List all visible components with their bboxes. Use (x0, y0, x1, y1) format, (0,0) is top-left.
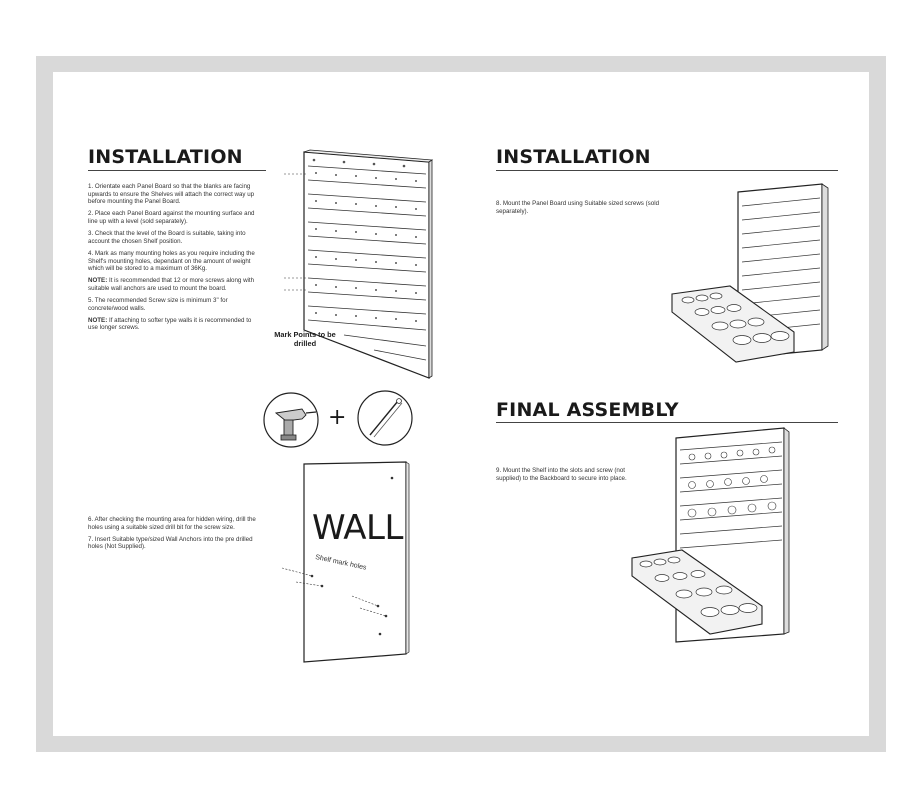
note-1-text: It is recommended that 12 or more screws… (88, 277, 255, 292)
screws-icon (357, 390, 413, 446)
step-1: 1. Orientate each Panel Board so that th… (88, 183, 255, 206)
wall-text: WALL (312, 508, 403, 548)
final-assembly-rule (496, 422, 838, 423)
right-installation-heading: INSTALLATION (496, 146, 651, 168)
wall-illustration (281, 461, 410, 663)
left-steps-block: 1. Orientate each Panel Board so that th… (88, 183, 258, 337)
left-installation-heading: INSTALLATION (88, 146, 243, 168)
step-2: 2. Place each Panel Board against the mo… (88, 210, 255, 225)
step-5: 5. The recommended Screw size is minimum… (88, 297, 228, 312)
right-heading-rule (496, 170, 838, 171)
plus-sign: + (328, 405, 347, 430)
note-2-text: If attaching to softer type walls it is … (88, 316, 252, 332)
panel-board-illustration (284, 149, 434, 379)
note-2-label: NOTE: (88, 316, 108, 324)
left-heading-rule (88, 170, 266, 171)
final-assembly-heading: FINAL ASSEMBLY (496, 399, 679, 421)
final-assembly-illustration (631, 427, 790, 643)
note-2: NOTE: If attaching to softer type walls … (88, 317, 258, 332)
step-9: 9. Mount the Shelf into the slots and sc… (496, 467, 627, 482)
note-1-label: NOTE: (88, 277, 108, 285)
step-3: 3. Check that the level of the Board is … (88, 230, 246, 245)
mark-points-label: Mark Points to be drilled (274, 330, 336, 348)
step-4: 4. Mark as many mounting holes as you re… (88, 249, 255, 273)
board-with-shelf-illustration (671, 183, 829, 363)
step-6: 6. After checking the mounting area for … (88, 516, 256, 531)
step-8: 8. Mount the Panel Board using Suitable … (496, 200, 660, 215)
step-7: 7. Insert Suitable type/sized Wall Ancho… (88, 535, 253, 551)
left-steps-block-2: 6. After checking the mounting area for … (88, 516, 268, 556)
drill-icon (263, 392, 319, 448)
note-1: NOTE: It is recommended that 12 or more … (88, 277, 258, 292)
